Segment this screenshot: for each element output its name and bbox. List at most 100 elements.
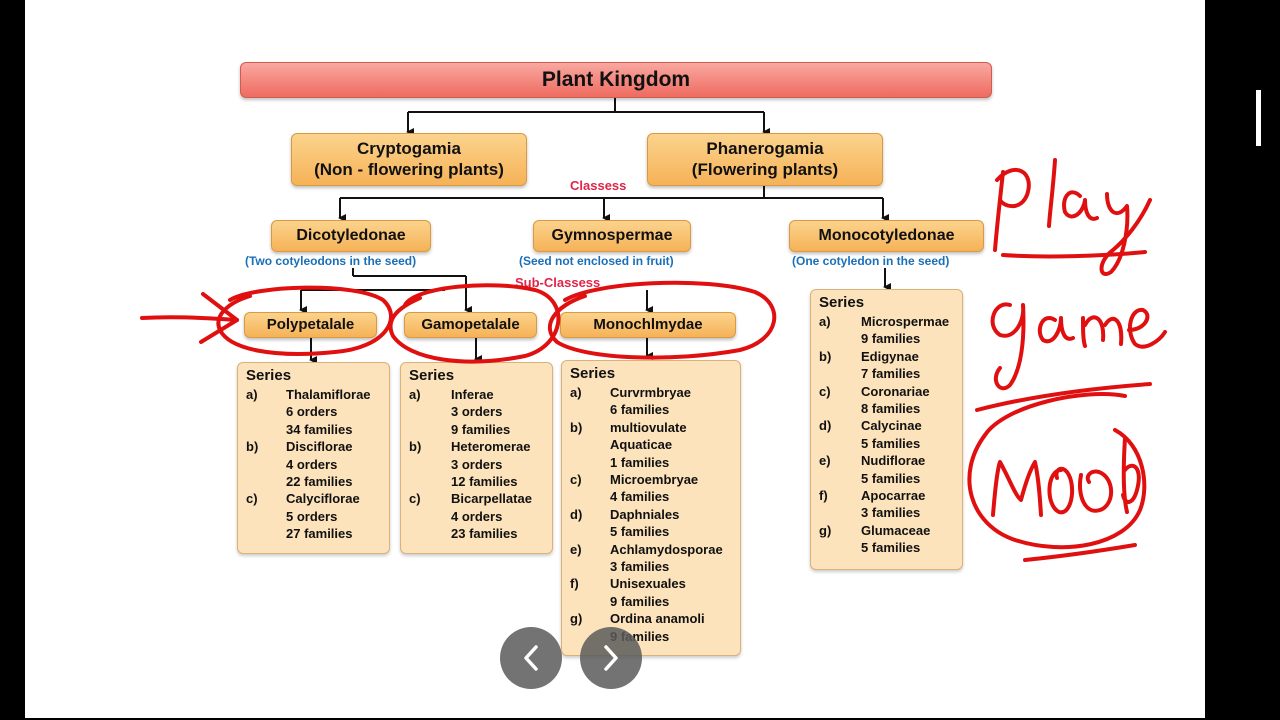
series-item-name: Microembryae [610, 472, 699, 488]
series-item-letter: c) [570, 472, 582, 488]
series-item-name: Curvrmbryae [610, 385, 691, 400]
series-item-name: Heteromerae [451, 439, 531, 455]
series-item-count: 1 families [610, 454, 670, 470]
series-item-count: 4 orders [451, 508, 503, 524]
series-item-letter: e) [570, 541, 582, 557]
series-item-count: 5 families [861, 435, 921, 451]
series-title: Series [409, 367, 455, 384]
series-item-count: 5 orders [286, 508, 338, 524]
series-item-count: 9 families [451, 421, 511, 437]
series-item-name: Achlamydosporae [610, 541, 723, 557]
phanerogamia-note: (Flowering plants) [691, 159, 839, 179]
previous-image-button[interactable] [500, 627, 562, 689]
series-item: e) Achlamydosporae 3 families [570, 541, 734, 576]
annotation-word-mod [991, 436, 1141, 517]
gamopetalale-box: Gamopetalale [404, 312, 537, 338]
next-image-button[interactable] [580, 627, 642, 689]
dicotyledonae-box: Dicotyledonae [271, 220, 431, 252]
series-item-name: Apocarrae [861, 488, 926, 504]
series-item-count: 7 families [861, 366, 921, 382]
series-title: Series [819, 294, 865, 311]
series-item-letter: e) [819, 453, 831, 469]
series-item-name: Edigynae [861, 348, 919, 364]
series-item-name: Daphniales [610, 506, 680, 522]
image-viewer: Plant Kingdom Cryptogamia (Non - floweri… [25, 0, 1205, 718]
annotation-arrow [140, 315, 239, 322]
series-item-letter: a) [246, 387, 258, 402]
series-item-name: Unisexuales [610, 576, 686, 592]
series-item-count: 9 families [610, 593, 670, 609]
series-item-letter: g) [819, 522, 832, 538]
phanerogamia-box: Phanerogamia (Flowering plants) [647, 133, 883, 186]
series-item-count: 3 orders [451, 456, 503, 472]
annotation-underline [1023, 543, 1137, 562]
monochlmydae-label: Monochlmydae [593, 316, 703, 333]
series-item-letter: c) [819, 383, 831, 399]
series-item-count: 5 families [861, 540, 921, 556]
monochlmydae-box: Monochlmydae [560, 312, 736, 338]
series-item-lines: Daphniales 5 families [610, 506, 734, 541]
gymnospermae-box: Gymnospermae [533, 220, 691, 252]
series-item-count: 27 families [286, 526, 353, 542]
series-item-name: Thalamiflorae [286, 387, 371, 402]
series-item-count: 6 orders [286, 404, 338, 420]
series-item-letter: f) [819, 488, 828, 504]
annotation-word-game [990, 302, 1167, 391]
series-item-lines: Achlamydosporae 3 families [610, 541, 734, 576]
scroll-indicator [1256, 90, 1261, 146]
annotation-arrow-head [199, 292, 239, 344]
series-item-letter: c) [409, 491, 421, 507]
subclasses-label: Sub-Classess [515, 275, 601, 290]
gamopetalale-label: Gamopetalale [421, 316, 520, 333]
annotation-underline [1001, 250, 1147, 259]
series-item-count: 23 families [451, 526, 518, 542]
series-item-count: 3 families [610, 559, 670, 575]
monocotyledonae-note: (One cotyledon in the seed) [792, 254, 950, 268]
annotation-underline [975, 382, 1152, 412]
series-item-name: Calyciflorae [286, 491, 360, 507]
series-item-name: Bicarpellatae [451, 491, 532, 507]
series-item-letter: b) [246, 439, 259, 455]
series-item-lines: Edigynae 7 families [861, 348, 956, 383]
cryptogamia-label: Cryptogamia [357, 139, 461, 159]
monocotyledonae-label: Monocotyledonae [818, 227, 955, 245]
series-item-count: 34 families [286, 421, 353, 437]
series-item-count: 22 families [286, 474, 353, 490]
series-item-letter: b) [570, 419, 583, 435]
dicotyledonae-label: Dicotyledonae [296, 227, 406, 245]
series-item-name: Coronariae [861, 383, 930, 399]
series-item-letter: g) [570, 611, 583, 627]
dicotyledonae-note: (Two cotyleodons in the seed) [245, 254, 417, 268]
polypetalale-box: Polypetalale [244, 312, 377, 338]
series-item-letter: d) [819, 418, 832, 434]
series-item-count: 4 families [610, 489, 670, 505]
series-item-count: 5 families [610, 524, 670, 540]
